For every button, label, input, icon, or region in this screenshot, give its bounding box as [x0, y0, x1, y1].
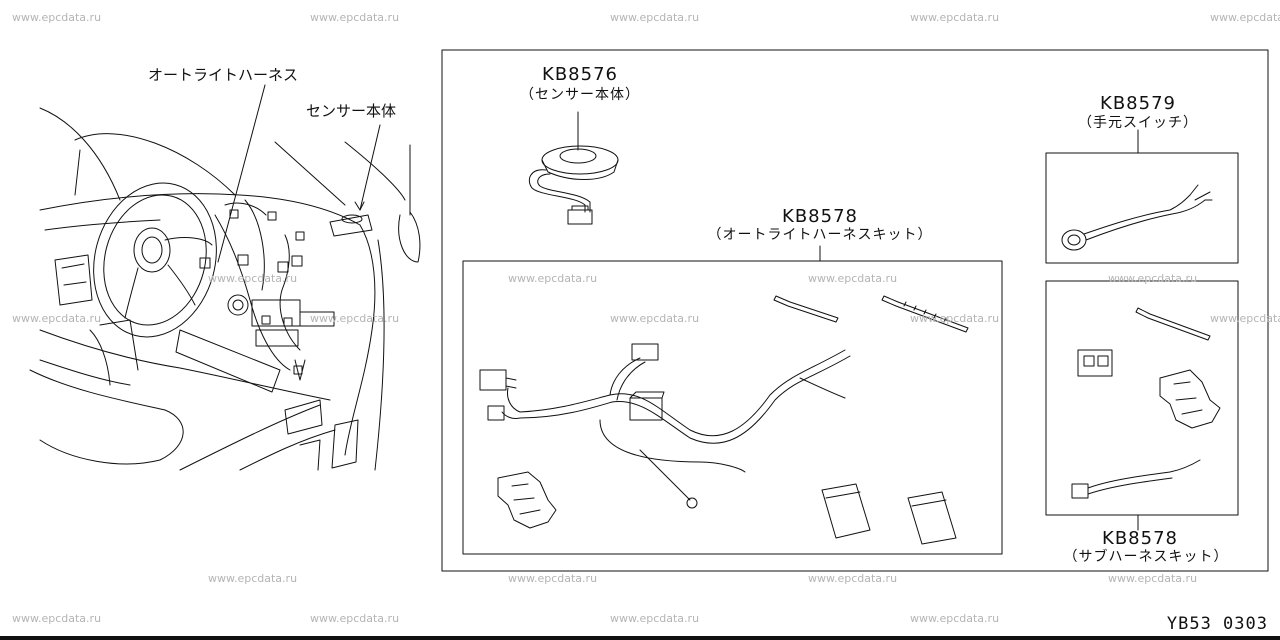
watermark: www.epcdata.ru	[808, 572, 898, 585]
part-desc-kb8578-main: （オートライトハーネスキット）	[707, 227, 933, 243]
part-code-kb8579: KB8579	[1100, 93, 1176, 114]
watermark: www.epcdata.ru	[208, 272, 298, 285]
watermark: www.epcdata.ru	[508, 572, 598, 585]
watermark: www.epcdata.ru	[12, 312, 102, 325]
watermark: www.epcdata.ru	[1108, 572, 1198, 585]
sub-harness-parts	[1071, 307, 1221, 499]
watermark: www.epcdata.ru	[1210, 312, 1280, 325]
watermark: www.epcdata.ru	[910, 11, 1000, 24]
callout-sensor-body: センサー本体	[306, 102, 397, 120]
watermark: www.epcdata.ru	[208, 572, 298, 585]
watermark: www.epcdata.ru	[610, 612, 700, 625]
watermark: www.epcdata.ru	[610, 312, 700, 325]
callout-auto-light-harness: オートライトハーネス	[148, 66, 299, 84]
dashboard-illustration	[29, 84, 421, 471]
part-code-kb8578-sub: KB8578	[1102, 528, 1178, 549]
watermark: www.epcdata.ru	[1108, 272, 1198, 285]
figure-id: YB53 0303	[1166, 614, 1268, 634]
part-desc-kb8576: （センサー本体）	[520, 87, 640, 103]
harness-kit-box	[462, 260, 1003, 555]
kit-frame	[441, 49, 1269, 572]
hand-switch-part	[1061, 184, 1213, 251]
watermark: www.epcdata.ru	[310, 11, 400, 24]
watermark: www.epcdata.ru	[910, 312, 1000, 325]
watermark: www.epcdata.ru	[808, 272, 898, 285]
watermark: www.epcdata.ru	[310, 612, 400, 625]
part-desc-kb8578-sub: （サブハーネスキット）	[1063, 549, 1229, 565]
part-code-kb8576: KB8576	[542, 64, 618, 85]
bottom-border	[0, 636, 1280, 640]
watermark: www.epcdata.ru	[12, 612, 102, 625]
watermark: www.epcdata.ru	[508, 272, 598, 285]
watermark: www.epcdata.ru	[910, 612, 1000, 625]
watermark: www.epcdata.ru	[12, 11, 102, 24]
watermark: www.epcdata.ru	[310, 312, 400, 325]
hand-switch-box	[1045, 152, 1239, 264]
harness-kit-parts	[479, 295, 969, 545]
part-desc-kb8579: （手元スイッチ）	[1078, 115, 1198, 131]
sub-harness-box	[1045, 280, 1239, 516]
watermark: www.epcdata.ru	[1210, 11, 1280, 24]
watermark: www.epcdata.ru	[610, 11, 700, 24]
part-code-kb8578-main: KB8578	[782, 206, 858, 227]
sensor-body-part	[528, 111, 619, 225]
